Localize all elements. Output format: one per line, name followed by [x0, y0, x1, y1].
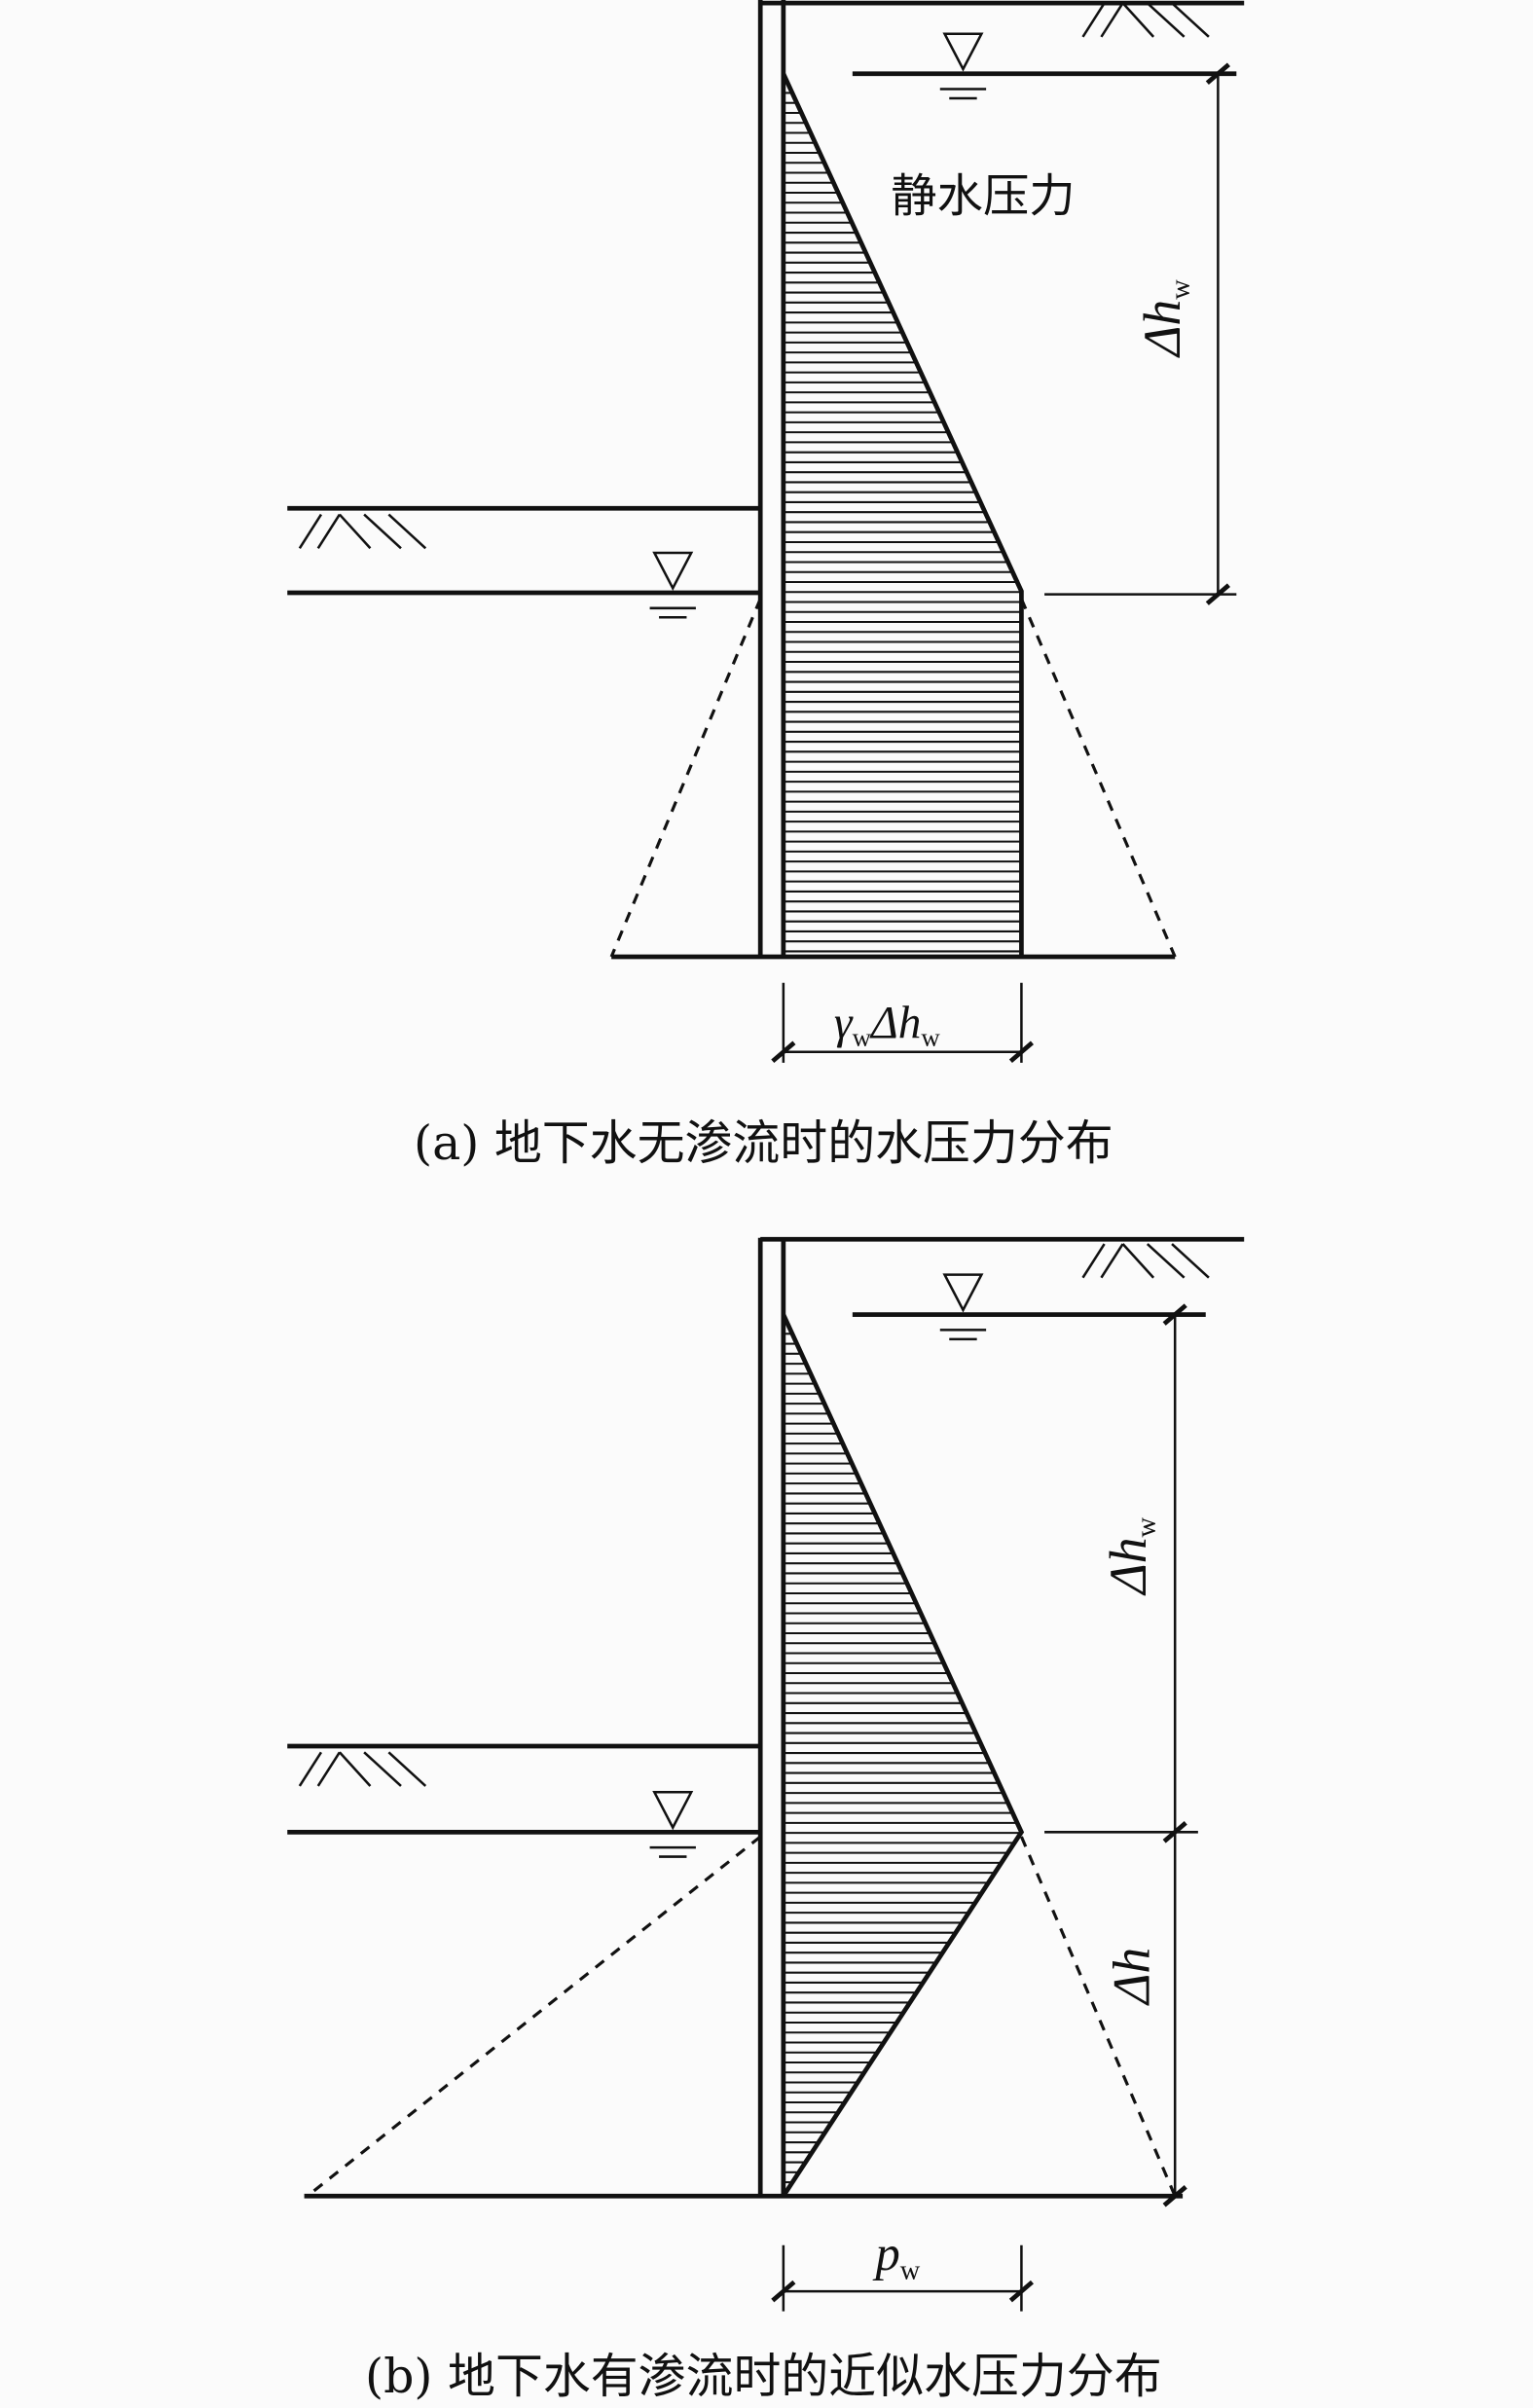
- caption-a: (a) 地下水无渗流时的水压力分布: [414, 1115, 1113, 1171]
- soil-hatch-icon: [1081, 1, 1211, 39]
- static-pressure-label: 静水压力: [891, 170, 1075, 224]
- water-level-icon: [938, 32, 988, 100]
- pressure-outline: [781, 72, 1024, 957]
- dim-gamma-w-delta-hw-label: γwΔhw: [834, 999, 940, 1052]
- panel-a: 静水压力 Δhw γwΔhw (a) 地下水无渗流时的水压力分布: [287, 0, 1245, 1171]
- dim-delta-hw-label: Δhw: [1099, 1516, 1161, 1595]
- soil-hatch-icon: [298, 1751, 427, 1788]
- pressure-outline: [781, 1313, 1025, 2198]
- water-level-icon: [938, 1273, 988, 1341]
- pressure-hatch: [785, 1323, 1021, 2194]
- dim-delta-hw-label: Δhw: [1133, 279, 1195, 358]
- dim-pw-label: pw: [873, 2226, 921, 2285]
- water-level-icon: [648, 551, 698, 619]
- water-level-icon: [648, 1791, 698, 1858]
- panel-b: Δhw Δh pw (b) 地下水有渗流时的近似水压力分布: [287, 1236, 1245, 2404]
- dim-delta-h-label: Δh: [1102, 1948, 1160, 2006]
- caption-b: (b) 地下水有渗流时的近似水压力分布: [365, 2349, 1162, 2404]
- pressure-hatch: [785, 82, 1022, 953]
- soil-hatch-icon: [1081, 1242, 1211, 1279]
- soil-hatch-icon: [298, 513, 427, 550]
